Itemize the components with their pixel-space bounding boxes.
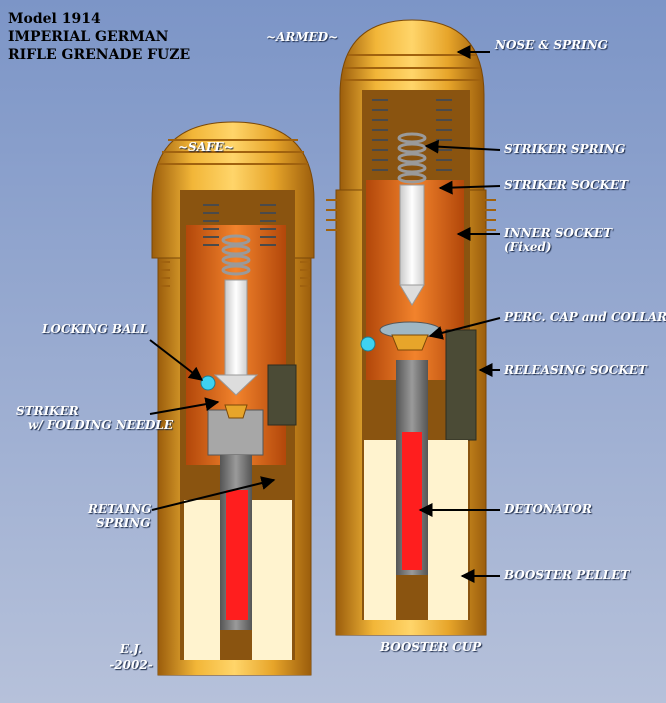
label-striker-note: w/ FOLDING NEEDLE (28, 418, 173, 432)
label-inner-socket: INNER SOCKET (504, 226, 613, 240)
label-retaining-spring-2: SPRING (96, 516, 151, 530)
safe-fuze (151, 121, 315, 676)
label-detonator: DETONATOR (504, 502, 592, 516)
label-retaining-spring: RETAING (88, 502, 152, 516)
title-line-1: Model 1914 (8, 11, 101, 27)
label-inner-socket-note: (Fixed) (504, 240, 552, 254)
label-striker-socket: STRIKER SOCKET (504, 178, 629, 192)
armed-state-label: ~ARMED~ (266, 30, 339, 44)
label-striker: STRIKER (16, 404, 79, 418)
label-booster-cup: BOOSTER CUP (380, 640, 482, 654)
label-nose-spring: NOSE & SPRING (495, 38, 608, 52)
label-locking-ball: LOCKING BALL (42, 322, 149, 336)
label-perc-cap: PERC. CAP and COLLAR (504, 310, 666, 324)
title-line-2: IMPERIAL GERMAN (8, 29, 169, 45)
armed-fuze (326, 19, 496, 636)
title-line-3: RIFLE GRENADE FUZE (8, 47, 191, 63)
diagram-title: Model 1914 IMPERIAL GERMAN RIFLE GRENADE… (8, 10, 190, 64)
label-striker-spring: STRIKER SPRING (504, 142, 626, 156)
credit-author: E.J. (119, 642, 143, 656)
safe-state-label: ~SAFE~ (178, 140, 234, 154)
label-releasing-socket: RELEASING SOCKET (504, 363, 647, 377)
label-booster-pellet: BOOSTER PELLET (504, 568, 630, 582)
pointer-arrows (149, 45, 501, 583)
credit-year: -2002- (109, 658, 153, 672)
